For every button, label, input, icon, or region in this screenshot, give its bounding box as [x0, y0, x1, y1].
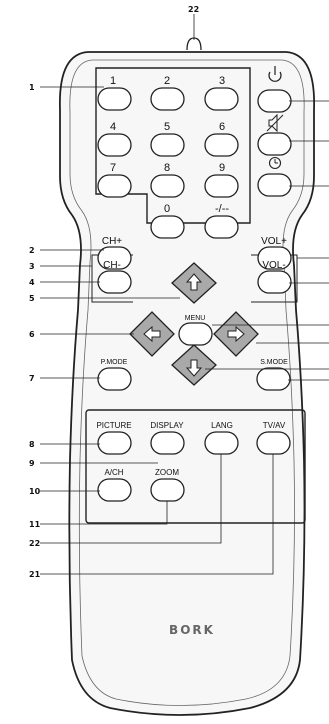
- callout-leaders-left: [40, 86, 274, 575]
- callout-3: 3: [29, 262, 35, 271]
- vol-minus-button[interactable]: VOL-: [257, 260, 292, 294]
- display-label: DISPLAY: [150, 421, 184, 430]
- key-6[interactable]: 6: [204, 121, 239, 157]
- key-2[interactable]: 2: [150, 75, 185, 111]
- power-icon: [268, 66, 282, 82]
- key-0[interactable]: 0: [150, 203, 185, 239]
- key-7-label: 7: [110, 162, 116, 174]
- function-panel: [85, 409, 306, 524]
- vol-plus-label: VOL+: [261, 236, 287, 247]
- display-button[interactable]: DISPLAY: [150, 421, 185, 455]
- callout-10: 10: [29, 487, 41, 496]
- s-mode-button[interactable]: S.MODE: [256, 359, 291, 391]
- callout-5: 5: [29, 294, 35, 303]
- mute-button[interactable]: [257, 113, 292, 156]
- ch-plus-button[interactable]: CH+: [97, 236, 132, 270]
- callout-21: 21: [29, 570, 41, 579]
- vol-plus-button[interactable]: VOL+: [257, 236, 292, 270]
- arrow-right-icon: [227, 325, 245, 343]
- arrow-up-icon: [185, 273, 203, 291]
- numpad-frame: [95, 67, 251, 224]
- key-0-label: 0: [164, 203, 170, 215]
- key-6-label: 6: [219, 121, 225, 133]
- key-9-label: 9: [219, 162, 225, 174]
- callout-1: 1: [29, 83, 35, 92]
- callout-2: 2: [29, 246, 35, 255]
- arrow-up-button[interactable]: [171, 262, 217, 304]
- remote-body-inner: [69, 59, 305, 706]
- key-8-label: 8: [164, 162, 170, 174]
- menu-label: MENU: [185, 315, 206, 322]
- key-5[interactable]: 5: [150, 121, 185, 157]
- key-7[interactable]: 7: [97, 162, 132, 198]
- key-3[interactable]: 3: [204, 75, 239, 111]
- sleep-button[interactable]: [257, 156, 292, 197]
- key-9[interactable]: 9: [204, 162, 239, 198]
- callout-9: 9: [29, 459, 35, 468]
- dash-key-label: -/--: [215, 203, 229, 215]
- zoom-label: ZOOM: [155, 468, 179, 477]
- sleep-timer-icon: [268, 156, 282, 170]
- mute-icon: [266, 113, 284, 133]
- tv-av-button[interactable]: TV/AV: [256, 421, 291, 455]
- callout-22-bottom: 22: [29, 539, 40, 548]
- callouts-left: 1 2 3 4 5 6 7 8 9 10 11 22 21: [29, 83, 41, 579]
- key-5-label: 5: [164, 121, 170, 133]
- picture-button[interactable]: PICTURE: [96, 421, 132, 455]
- vol-minus-label: VOL-: [262, 260, 285, 271]
- picture-label: PICTURE: [96, 421, 131, 430]
- dash-key[interactable]: -/--: [204, 203, 239, 239]
- zoom-button[interactable]: ZOOM: [150, 468, 185, 502]
- key-3-label: 3: [219, 75, 225, 87]
- p-mode-label: P.MODE: [101, 359, 128, 366]
- key-4[interactable]: 4: [97, 121, 132, 157]
- callout-11: 11: [29, 520, 41, 529]
- arrow-down-button[interactable]: [171, 344, 217, 386]
- callout-8: 8: [29, 440, 35, 449]
- numpad: 1 2 3 4 5 6 7 8: [97, 75, 239, 239]
- callout-top: 22: [188, 5, 199, 14]
- key-4-label: 4: [110, 121, 116, 133]
- key-1-label: 1: [110, 75, 116, 87]
- callout-leaders-right: [205, 100, 329, 381]
- a-ch-button[interactable]: A/CH: [97, 468, 132, 502]
- s-mode-label: S.MODE: [260, 359, 288, 366]
- callout-6: 6: [29, 330, 35, 339]
- menu-button[interactable]: MENU: [178, 315, 213, 346]
- arrow-left-icon: [143, 325, 161, 343]
- key-2-label: 2: [164, 75, 170, 87]
- ch-minus-label: CH-: [103, 260, 121, 271]
- arrow-down-icon: [185, 359, 203, 377]
- p-mode-button[interactable]: P.MODE: [97, 359, 132, 391]
- key-8[interactable]: 8: [150, 162, 185, 198]
- callout-7: 7: [29, 374, 35, 383]
- brand-logo: BORK: [169, 623, 215, 637]
- tv-av-label: TV/AV: [263, 421, 286, 430]
- dpad: MENU: [129, 262, 259, 386]
- arrow-right-button[interactable]: [213, 311, 259, 357]
- a-ch-label: A/CH: [104, 468, 123, 477]
- callout-4: 4: [29, 278, 35, 287]
- key-1[interactable]: 1: [97, 75, 132, 111]
- lang-label: LANG: [211, 421, 233, 430]
- arrow-left-button[interactable]: [129, 311, 175, 357]
- ch-plus-label: CH+: [102, 236, 122, 247]
- lang-button[interactable]: LANG: [204, 421, 239, 455]
